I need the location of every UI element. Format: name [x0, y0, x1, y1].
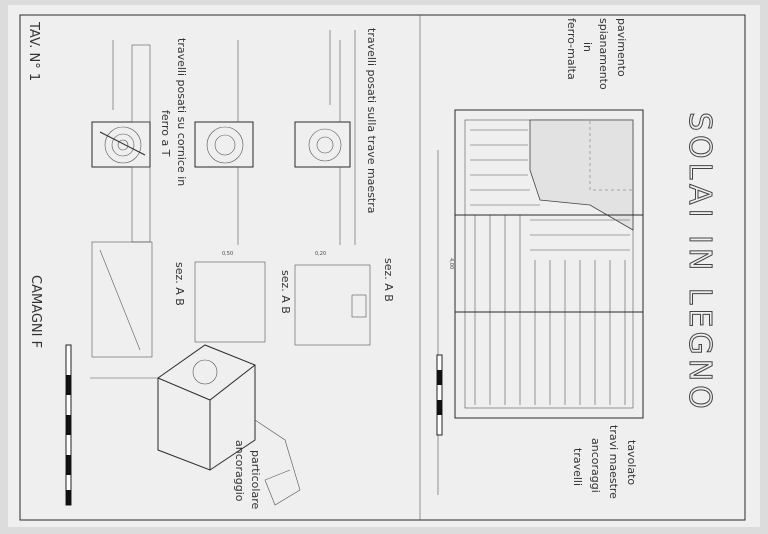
- callout-spianamento: spianamento: [597, 18, 610, 90]
- svg-text:4,00: 4,00: [448, 258, 454, 269]
- sheet-frame: [19, 14, 746, 521]
- detail-trave-maestra-label: travelli posati sulla trave maestra: [365, 28, 378, 214]
- detail-cornice-sublabel: ferro a T: [159, 110, 172, 157]
- callout-travi-maestre: travi maestre: [607, 425, 620, 499]
- svg-text:0,50: 0,50: [222, 251, 233, 257]
- section-label-2: sez. A B: [279, 270, 292, 314]
- callout-tavolato: tavolato: [625, 440, 638, 485]
- floor-plan: 4,00: [437, 109, 644, 495]
- callout-ferro-malta: ferro-malta: [565, 18, 578, 80]
- callout-in: in: [581, 42, 594, 52]
- section-label-1: sez. A B: [382, 258, 395, 302]
- callout-ancoraggi: ancoraggi: [589, 438, 602, 493]
- section-label-3: sez. A B: [173, 262, 186, 306]
- detail-anchor: [90, 344, 301, 506]
- detail-trave-maestra: 0,20: [294, 30, 371, 346]
- anchor-label-1: particolare: [249, 450, 262, 509]
- anchor-label-2: ancoraggio: [233, 440, 246, 502]
- svg-text:0,20: 0,20: [315, 251, 326, 257]
- scale-bar-left: [65, 344, 72, 506]
- plate-number: TAV. N° 1: [26, 21, 41, 81]
- callout-travelli: travelli: [571, 448, 584, 486]
- scale-bar-right: [436, 354, 443, 436]
- sheet-title: SOLAI IN LEGNO: [682, 112, 717, 413]
- detail-cornice: 0,50: [91, 40, 266, 358]
- callout-pavimento: pavimento: [615, 18, 628, 77]
- author-name: CAMAGNI F: [28, 275, 43, 348]
- detail-cornice-label: travelli posati su cornice in: [175, 38, 188, 186]
